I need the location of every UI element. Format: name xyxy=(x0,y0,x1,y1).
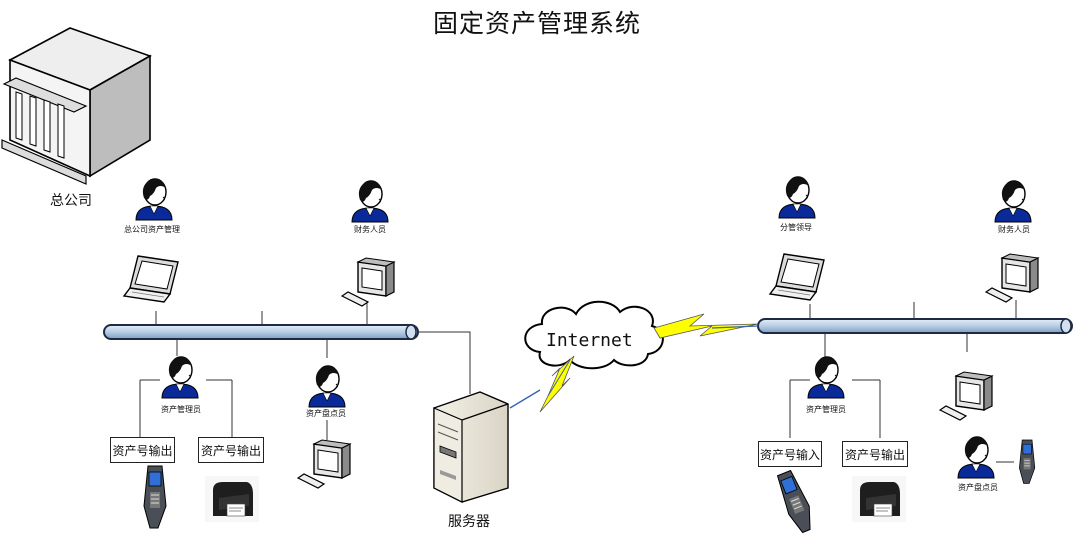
branch-inventory-person-icon xyxy=(957,436,995,479)
branch-laptop-icon xyxy=(769,253,825,301)
branch-asset-output-box: 资产号输出 xyxy=(842,441,908,467)
hq-network-bus xyxy=(103,324,419,340)
hq-asset-output-box-left: 资产号输出 xyxy=(110,437,175,463)
branch-finance-person-icon xyxy=(994,180,1032,223)
hq-inventory-desktop-icon xyxy=(297,439,351,489)
headquarters-building-icon xyxy=(1,27,152,185)
hq-desktop-icon xyxy=(341,257,395,307)
branch-admin-person-icon xyxy=(807,356,845,399)
branch-connection-lines xyxy=(789,300,1017,463)
branch-inventory-label: 资产盘点员 xyxy=(958,483,998,492)
hq-asset-manager-person-icon xyxy=(135,178,173,221)
hq-inventory-label: 资产盘点员 xyxy=(306,409,346,418)
hq-inventory-person-icon xyxy=(308,365,346,408)
hq-finance-person-icon xyxy=(351,180,389,223)
branch-leader-person-icon xyxy=(778,176,816,219)
diagram-title: 固定资产管理系统 xyxy=(432,9,641,38)
internet-cloud-icon xyxy=(524,300,664,370)
branch-scanner-icon xyxy=(773,468,818,536)
branch-inventory-scanner-icon xyxy=(1019,439,1036,484)
branch-finance-label: 财务人员 xyxy=(998,225,1030,234)
branch-network-bus xyxy=(757,318,1073,334)
wireless-link-icons xyxy=(509,313,759,413)
hq-admin-person-icon xyxy=(161,356,199,399)
branch-printer-icon xyxy=(851,475,907,523)
branch-extra-desktop-icon xyxy=(939,371,993,421)
branch-desktop-icon xyxy=(985,253,1039,303)
server-label: 服务器 xyxy=(448,514,490,530)
hq-admin-label: 资产管理员 xyxy=(161,405,201,414)
hq-finance-label: 财务人员 xyxy=(354,225,386,234)
hq-scanner-icon xyxy=(143,465,167,529)
hq-asset-output-box-right: 资产号输出 xyxy=(198,437,264,463)
hq-laptop-icon xyxy=(123,255,179,303)
hq-connection-lines xyxy=(139,302,471,440)
branch-admin-label: 资产管理员 xyxy=(806,405,846,414)
headquarters-label: 总公司 xyxy=(50,193,92,209)
hq-printer-icon xyxy=(204,475,260,523)
branch-asset-input-box: 资产号输入 xyxy=(758,441,822,467)
internet-label: Internet xyxy=(546,330,633,351)
server-icon xyxy=(433,391,509,503)
branch-leader-label: 分管领导 xyxy=(780,223,812,232)
hq-asset-manager-label: 总公司资产管理 xyxy=(124,225,180,234)
